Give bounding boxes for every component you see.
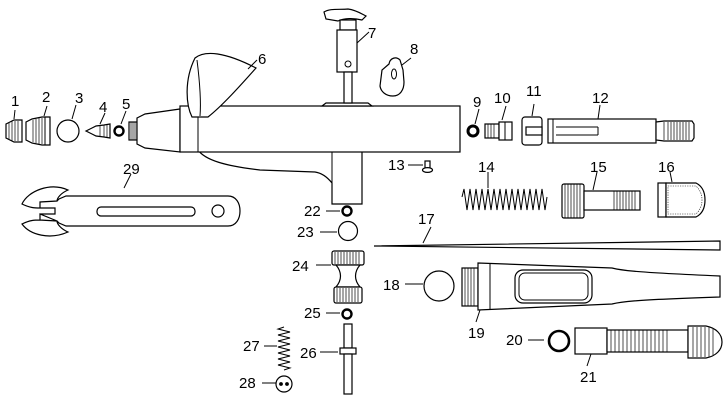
part-20-o-ring bbox=[528, 329, 571, 353]
label-29: 29 bbox=[123, 161, 140, 178]
label-21: 21 bbox=[580, 369, 597, 386]
label-27: 27 bbox=[243, 338, 260, 355]
part-21-preset-handle bbox=[574, 325, 723, 367]
part-26-valve-stem bbox=[320, 323, 357, 395]
label-11: 11 bbox=[526, 83, 542, 100]
label-17: 17 bbox=[418, 211, 435, 228]
label-8: 8 bbox=[410, 41, 418, 58]
part-22-o-ring bbox=[326, 205, 353, 217]
part-27-valve-spring bbox=[264, 326, 292, 371]
part-28-washer bbox=[262, 375, 293, 393]
part-8-trigger-guide bbox=[379, 57, 412, 97]
label-23: 23 bbox=[297, 224, 314, 241]
label-25: 25 bbox=[304, 305, 321, 322]
label-12: 12 bbox=[592, 90, 609, 107]
label-19: 19 bbox=[468, 325, 485, 342]
part-1-nozzle-cap bbox=[5, 109, 23, 143]
label-9: 9 bbox=[473, 94, 481, 111]
label-13: 13 bbox=[388, 157, 405, 174]
label-4: 4 bbox=[99, 99, 107, 116]
label-28: 28 bbox=[239, 375, 256, 392]
part-7-trigger bbox=[323, 8, 370, 104]
part-19-cutaway-handle bbox=[461, 262, 721, 323]
part-14-spring bbox=[461, 172, 548, 211]
label-15: 15 bbox=[590, 159, 607, 176]
label-22: 22 bbox=[304, 203, 321, 220]
part-2-nozzle-head bbox=[25, 105, 51, 146]
label-14: 14 bbox=[478, 159, 495, 176]
label-18: 18 bbox=[383, 277, 400, 294]
part-24-valve-body bbox=[316, 250, 365, 304]
part-10-packing-screw bbox=[484, 105, 513, 141]
label-5: 5 bbox=[122, 96, 130, 113]
part-9-o-ring bbox=[466, 108, 480, 138]
label-20: 20 bbox=[506, 332, 523, 349]
part-23-o-ring bbox=[320, 220, 359, 242]
label-2: 2 bbox=[42, 89, 50, 106]
part-15-spring-guide bbox=[561, 171, 641, 219]
label-3: 3 bbox=[75, 90, 83, 107]
part-17-needle bbox=[373, 226, 721, 251]
part-5-small-o-ring bbox=[113, 110, 127, 137]
label-24: 24 bbox=[292, 258, 309, 275]
part-3-o-ring bbox=[56, 104, 80, 143]
part-16-chucking-nut bbox=[657, 171, 706, 218]
part-6-color-cup bbox=[186, 52, 258, 118]
part-18-o-ring bbox=[405, 270, 455, 302]
label-10: 10 bbox=[494, 90, 511, 107]
part-11-chucking-guide bbox=[521, 103, 543, 146]
airbrush-body bbox=[128, 102, 461, 205]
part-12-handle bbox=[547, 104, 695, 144]
part-29-wrench bbox=[21, 173, 241, 237]
label-26: 26 bbox=[300, 345, 317, 362]
label-1: 1 bbox=[11, 93, 19, 110]
part-25-o-ring bbox=[326, 308, 353, 320]
label-6: 6 bbox=[258, 51, 266, 68]
label-16: 16 bbox=[658, 159, 675, 176]
part-4-nozzle bbox=[84, 112, 111, 139]
label-7: 7 bbox=[368, 25, 376, 42]
part-13-screw bbox=[408, 160, 434, 174]
